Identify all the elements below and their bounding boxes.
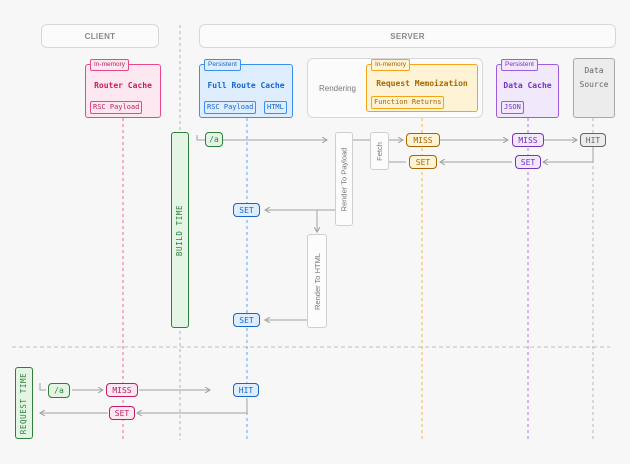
request-time-label: REQUEST TIME — [15, 367, 33, 439]
source-hit-pill: HIT — [580, 133, 606, 147]
request-memo-tag: In-memory — [371, 59, 411, 71]
data-cache-chip: JSON — [501, 101, 524, 114]
frc-set-html-pill: SET — [233, 313, 260, 327]
route-a-build-pill: /a — [205, 132, 223, 147]
data-set-pill: SET — [515, 155, 541, 169]
render-to-html-box: Render To HTML — [307, 234, 327, 328]
arrow-request-start — [39, 383, 46, 391]
frc-set-payload-pill: SET — [233, 203, 260, 217]
build-time-label: BUILD TIME — [171, 132, 189, 328]
data-cache-tag: Persistent — [501, 59, 538, 71]
full-route-cache-chip-payload: RSC Payload — [204, 101, 257, 114]
data-source-title-line2: Source — [579, 80, 609, 89]
fetch-box: Fetch — [370, 132, 389, 170]
arrow-source-return — [543, 147, 594, 162]
data-cache-box: Persistent Data Cache JSON — [496, 59, 559, 118]
client-header: CLIENT — [41, 24, 159, 48]
request-memo-box: In-memory Request Memoization Function R… — [366, 59, 478, 112]
router-cache-chip: RSC Payload — [90, 101, 143, 114]
full-route-cache-title: Full Route Cache — [207, 81, 285, 90]
router-set-pill: SET — [109, 406, 135, 420]
frc-hit-pill: HIT — [233, 383, 259, 397]
memo-miss-pill: MISS — [406, 133, 440, 147]
router-miss-pill: MISS — [106, 383, 138, 397]
server-header: SERVER — [199, 24, 616, 48]
data-source-title-line1: Data — [584, 66, 604, 75]
arrow-hit-return — [137, 398, 248, 413]
memo-set-pill: SET — [409, 155, 437, 169]
router-cache-box: In-memory Router Cache RSC Payload — [85, 59, 161, 118]
request-memo-title: Request Memoization — [376, 79, 468, 88]
request-memo-chip: Function Returns — [371, 96, 445, 109]
router-cache-tag: In-memory — [90, 59, 130, 71]
full-route-cache-chip-html: HTML — [264, 101, 287, 114]
data-source-box: Data Source — [573, 58, 615, 118]
data-cache-title: Data Cache — [503, 81, 552, 90]
arrow-build-start — [196, 135, 205, 141]
full-route-cache-tag: Persistent — [204, 59, 241, 71]
data-miss-pill: MISS — [512, 133, 544, 147]
route-a-request-pill: /a — [48, 383, 70, 398]
router-cache-title: Router Cache — [94, 81, 152, 90]
full-route-cache-box: Persistent Full Route Cache RSC Payload … — [199, 59, 293, 118]
render-to-payload-box: Render To Payload — [335, 132, 353, 226]
rendering-label: Rendering — [319, 84, 356, 93]
